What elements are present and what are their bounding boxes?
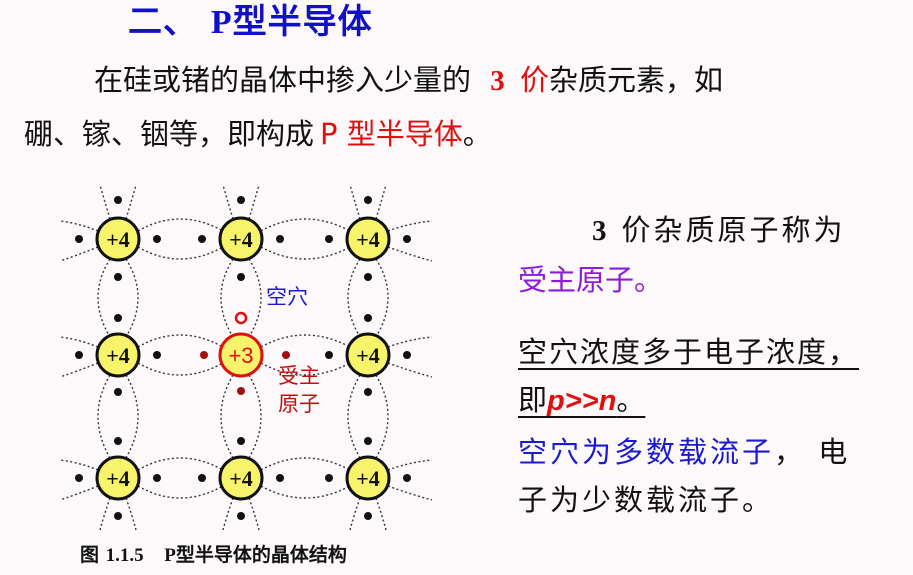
bond-lines (59, 184, 433, 531)
valence-number: 3 (592, 215, 610, 247)
carrier-text: ， 电 (774, 435, 851, 469)
lattice-svg: +4 +4 +4 +4 +3 +4 +4 +4 +4 (59, 184, 433, 531)
title-rest: 型半导体 (232, 2, 373, 42)
crystal-structure-diagram: +4 +4 +4 +4 +3 +4 +4 +4 +4 空穴 受主 原子 (59, 184, 440, 531)
atom-label: +4 (229, 227, 253, 252)
acceptor-label-line-1: 受主 (278, 364, 320, 388)
valence-number: 3 (490, 65, 505, 97)
acceptor-label: +3 (228, 343, 253, 368)
acceptor-electrons (200, 351, 290, 395)
acceptor-definition-line-2: 受主原子。 (518, 258, 663, 302)
acceptor-definition-line-1: 3 价杂质原子称为 (592, 208, 846, 253)
atom-label: +4 (356, 343, 380, 368)
atom-label: +4 (356, 227, 380, 252)
host-atoms (95, 216, 391, 501)
section-title: 二、 P型半导体 (128, 2, 373, 43)
caption-latin: P (164, 545, 176, 566)
acceptor-term: 受主原子 (518, 263, 635, 297)
intro-text: 杂质元素，如 (548, 63, 723, 97)
p-greater-n: p>>n (547, 385, 617, 417)
hole-label: 空穴 (266, 285, 308, 309)
intro-text: 硼、镓、铟等，即构成 (24, 117, 315, 151)
concentration-line-1: 空穴浓度多于电子浓度， (518, 335, 860, 369)
atom-label: +4 (106, 227, 130, 252)
concentration-text: 即 (518, 383, 548, 417)
atom-labels: +4 +4 +4 +4 +3 +4 +4 +4 +4 (106, 227, 380, 491)
concentration-line-2: 即p>>n。 (518, 378, 659, 423)
carrier-line-2: 子为少数载流子。 (518, 483, 775, 517)
atom-label: +4 (106, 343, 130, 368)
period: 。 (616, 383, 646, 417)
intro-text: 。 (462, 117, 492, 151)
valence-electrons (75, 196, 411, 520)
majority-carrier-term: 空穴为多数载流子 (518, 435, 775, 469)
p-type-term: P 型半导体 (320, 117, 463, 151)
title-latin: P (210, 4, 233, 41)
atom-label: +4 (356, 466, 380, 491)
hole-icon (234, 311, 248, 325)
atom-label: +4 (106, 466, 130, 491)
caption-number: 1.1.5 (105, 545, 144, 566)
valence-word: 价 (519, 63, 549, 97)
carrier-line-1: 空穴为多数载流子， 电 (518, 430, 850, 474)
intro-line-1: 在硅或锗的晶体中掺入少量的 3 价杂质元素，如 (94, 58, 723, 103)
definition-text: 价杂质原子称为 (621, 213, 846, 247)
caption-text: 型半导体的晶体结构 (175, 544, 347, 566)
title-prefix: 二、 (128, 2, 198, 42)
intro-text: 在硅或锗的晶体中掺入少量的 (94, 63, 472, 97)
atom-label: +4 (229, 466, 253, 491)
figure-caption: 图 1.1.5 P型半导体的晶体结构 (80, 540, 347, 567)
period: 。 (634, 263, 664, 297)
caption-prefix: 图 (80, 544, 100, 566)
acceptor-label-line-2: 原子 (278, 392, 320, 416)
acceptor-atom (218, 332, 264, 378)
